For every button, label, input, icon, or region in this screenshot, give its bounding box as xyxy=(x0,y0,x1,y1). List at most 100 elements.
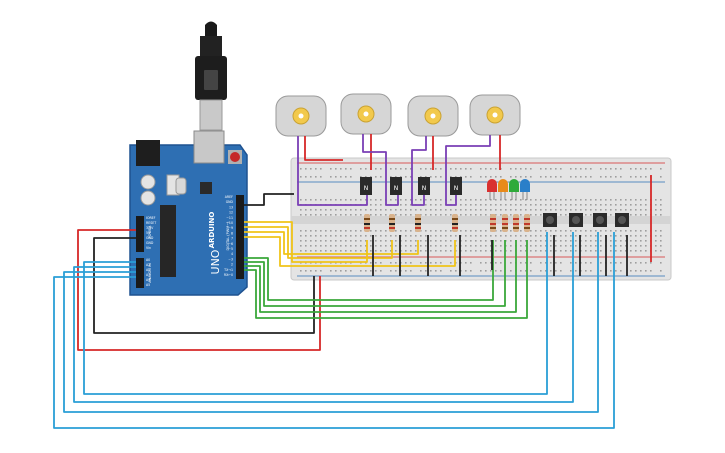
power-header xyxy=(136,216,144,252)
wire-motor3-purple xyxy=(411,136,427,206)
transistor-body xyxy=(418,177,430,195)
push-button-2[interactable] xyxy=(569,213,583,227)
motor-3 xyxy=(407,95,459,137)
resistor-4 xyxy=(452,214,458,232)
power-pin-label: GND xyxy=(146,236,154,240)
analog-pin-label: A0 xyxy=(146,258,150,262)
usb-cable xyxy=(195,21,227,131)
capacitor-2 xyxy=(140,190,156,206)
power-pin-label: Vin xyxy=(146,246,151,250)
digital-pin-label: RX←0 xyxy=(224,273,233,277)
analog-pin-label: A4 xyxy=(146,278,150,282)
push-button-4[interactable] xyxy=(615,213,629,227)
transistor-body xyxy=(450,177,462,195)
analog-pin-label: A3 xyxy=(146,273,150,277)
transistor-label: N xyxy=(422,185,427,192)
resistor-5 xyxy=(490,214,496,232)
usb-port xyxy=(193,130,225,164)
led-orange xyxy=(498,179,508,200)
led-blue xyxy=(520,179,530,200)
wire-signal-2 xyxy=(244,226,393,259)
resistor-3 xyxy=(415,214,421,232)
wire-led-4 xyxy=(244,240,528,319)
analog-pin-label: A1 xyxy=(146,263,150,267)
power-pin-label: GND xyxy=(146,241,154,245)
usb-cable-strain xyxy=(200,36,222,58)
transistor-label: N xyxy=(394,185,399,192)
push-button-3[interactable] xyxy=(593,213,607,227)
board-model-label: UNO xyxy=(209,249,222,274)
transistor-1: N xyxy=(360,177,372,195)
header-pin-labels: AREFGND1312~11~10~987~6~54~32TX→1RX←0IOR… xyxy=(146,195,234,287)
wire-gnd-bottom xyxy=(93,237,315,334)
transistor-2: N xyxy=(390,177,402,195)
atmega-chip xyxy=(160,205,176,277)
resistor-2 xyxy=(389,214,395,232)
digital-pin-label: ~11 xyxy=(226,216,233,220)
digital-pin-label: AREF xyxy=(225,195,233,199)
resistor-1 xyxy=(364,214,370,232)
wire-button-4 xyxy=(53,232,615,429)
digital-pin-label: 2 xyxy=(231,263,233,267)
motor-shaft xyxy=(430,113,436,119)
transistor-4: N xyxy=(450,177,462,195)
motor-2 xyxy=(340,93,392,135)
digital-pin-label: GND xyxy=(226,200,234,204)
motor-shaft xyxy=(492,112,498,118)
wire-button-2 xyxy=(73,232,574,403)
push-buttons xyxy=(543,213,629,227)
motor-1 xyxy=(275,95,327,137)
digital-pin-label: 13 xyxy=(229,205,233,209)
capacitor-1 xyxy=(140,174,156,190)
digital-pin-label: ~10 xyxy=(226,221,233,225)
analog-pin-label: A2 xyxy=(146,268,150,272)
transistor-label: N xyxy=(364,185,369,192)
wire-motor2-purple xyxy=(362,134,399,206)
wire-led-2 xyxy=(244,240,506,307)
digital-pin-label: 4 xyxy=(231,252,233,256)
digital-pin-label: 12 xyxy=(229,211,233,215)
digital-pin-label: TX→1 xyxy=(223,268,233,272)
analog-pin-label: A5 xyxy=(146,283,150,287)
led-red xyxy=(487,179,497,200)
wire-button-3 xyxy=(63,232,599,413)
resistors xyxy=(364,214,530,232)
motor-shaft xyxy=(363,111,369,117)
power-pin-label: 5V xyxy=(146,231,151,235)
arduino-logo: ARDUINO xyxy=(208,212,216,249)
analog-section-label: ANALOG IN xyxy=(148,263,152,283)
resistor-8 xyxy=(524,214,530,232)
wire-button-1 xyxy=(83,232,548,395)
usb-connector-metal xyxy=(199,99,223,131)
led-green xyxy=(509,179,519,200)
wire-motor1-red xyxy=(304,136,343,161)
usb-plug-symbol xyxy=(204,70,218,90)
resistor-6 xyxy=(502,214,508,232)
digital-pin-label: ~6 xyxy=(228,242,233,246)
digital-pin-label: 7 xyxy=(231,237,233,241)
motor-4 xyxy=(469,94,521,136)
wire-5v xyxy=(77,229,321,351)
reset-button xyxy=(230,152,240,162)
digital-header xyxy=(236,195,244,279)
transistor-body xyxy=(360,177,372,195)
power-pin-label: RESET xyxy=(146,221,156,225)
analog-header xyxy=(136,258,144,288)
transistor-body xyxy=(390,177,402,195)
transistor-label: N xyxy=(454,185,459,192)
wire-gnd-top xyxy=(244,193,294,206)
wire-led-3 xyxy=(244,240,517,313)
wire-signal-4 xyxy=(244,236,456,267)
power-jack xyxy=(136,140,160,166)
digital-pin-label: ~9 xyxy=(228,226,233,230)
crystal xyxy=(175,177,187,195)
transistor-3: N xyxy=(418,177,430,195)
resistor-7 xyxy=(513,214,519,232)
motor-shaft xyxy=(298,113,304,119)
breadboard-center-channel xyxy=(291,216,671,224)
digital-pin-label: ~3 xyxy=(228,257,233,261)
arduino-board xyxy=(129,144,248,296)
push-button-1[interactable] xyxy=(543,213,557,227)
usb-chip xyxy=(200,182,212,194)
